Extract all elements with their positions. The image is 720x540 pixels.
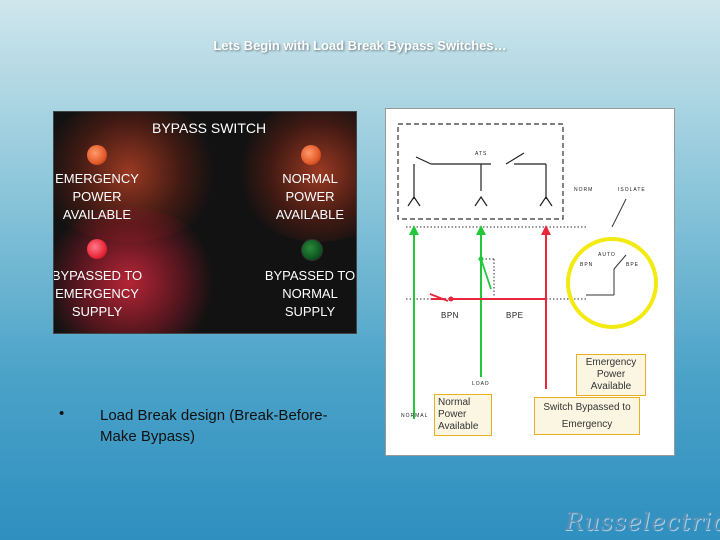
ats-enclosure <box>397 123 564 220</box>
selector-ring <box>566 237 658 329</box>
slide-title: Lets Begin with Load Break Bypass Switch… <box>213 38 507 53</box>
panel-title: BYPASS SWITCH <box>152 120 267 136</box>
bullet-text: Load Break design (Break-Before-Make Byp… <box>100 407 328 445</box>
normal-available-callout: Normal Power Available <box>434 394 492 436</box>
bpe-label: BPE <box>506 311 524 320</box>
load-label: LOAD <box>472 381 490 387</box>
emergency-available-callout: Emergency Power Available <box>576 354 646 396</box>
bpe-small-label: BPE <box>626 262 640 268</box>
ats-label: ATS <box>475 151 488 157</box>
normal-label: NORMAL <box>401 413 429 419</box>
normal-power-lamp <box>301 145 321 165</box>
russelectric-logo: Russelectric <box>565 508 720 536</box>
bypassed-normal-lamp <box>301 239 323 261</box>
auto-label: AUTO <box>598 252 616 258</box>
isolate-label: ISOLATE <box>618 187 646 193</box>
switch-bypassed-callout: Switch Bypassed to Emergency <box>534 397 640 435</box>
diagram-drawing <box>397 123 658 419</box>
bpn-label: BPN <box>441 311 459 320</box>
bypass-one-line-diagram: ATS NORM ISOLATE AUTO BPN BPE BPN BPE LO… <box>385 108 675 456</box>
norm-label: NORM <box>574 187 594 193</box>
bpn-small-label: BPN <box>580 262 594 268</box>
emergency-power-lamp <box>87 145 107 165</box>
bullet-marker: • <box>59 405 65 422</box>
bypassed-emergency-lamp <box>87 239 107 259</box>
